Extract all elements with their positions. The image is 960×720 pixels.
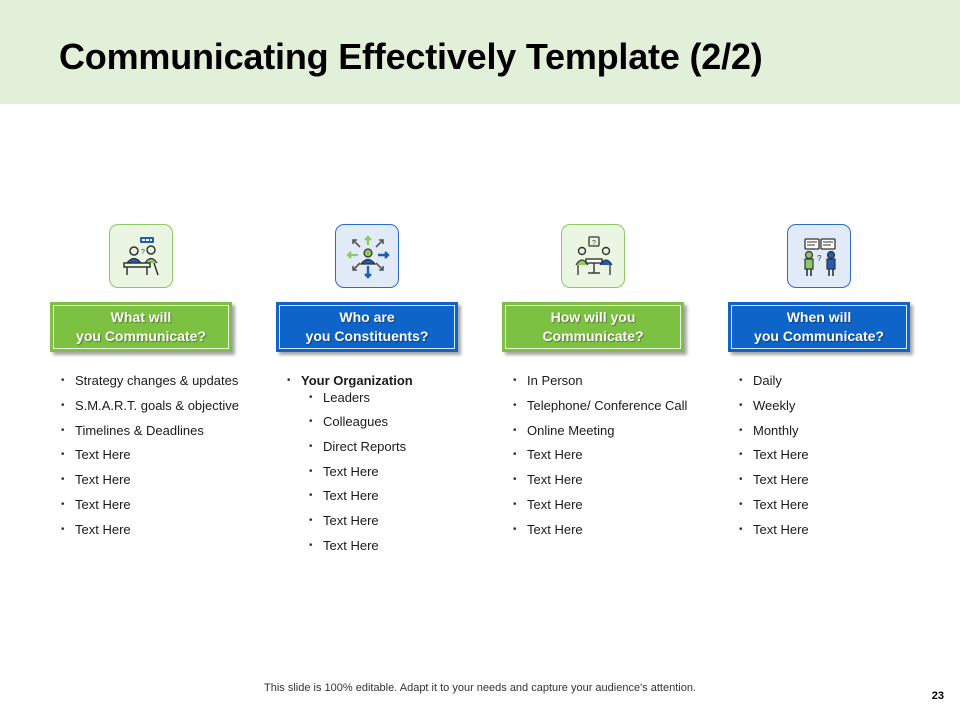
what-communicate-label: What will you Communicate? — [50, 302, 232, 352]
page-number: 23 — [931, 690, 944, 702]
list-item: Text Here — [513, 446, 687, 463]
organization-heading: Your Organization — [301, 373, 413, 388]
sub-list-item: Text Here — [309, 487, 413, 504]
meeting-table-icon: ? — [561, 224, 625, 288]
footer-note: This slide is 100% editable. Adapt it to… — [264, 682, 696, 694]
when-communicate-label: When will you Communicate? — [728, 302, 910, 352]
list-item: Text Here — [61, 471, 239, 488]
list-item: Text Here — [513, 496, 687, 513]
list-item: In Person — [513, 372, 687, 389]
sub-list-item: Text Here — [309, 463, 413, 480]
when-list: Daily Weekly Monthly Text Here Text Here… — [739, 372, 809, 546]
list-item: Text Here — [739, 496, 809, 513]
list-item: Timelines & Deadlines — [61, 422, 239, 439]
sub-list-item: Leaders — [309, 389, 413, 406]
who-list: Your Organization Leaders Colleagues Dir… — [287, 372, 413, 562]
how-communicate-label: How will you Communicate? — [502, 302, 684, 352]
list-item: Text Here — [61, 521, 239, 538]
sub-list: Leaders Colleagues Direct Reports Text H… — [309, 389, 413, 554]
how-list: In Person Telephone/ Conference Call Onl… — [513, 372, 687, 546]
sub-list-item: Colleagues — [309, 413, 413, 430]
list-item: Text Here — [61, 446, 239, 463]
list-item: S.M.A.R.T. goals & objective — [61, 397, 239, 414]
list-item: Text Here — [513, 521, 687, 538]
network-arrows-icon — [335, 224, 399, 288]
list-item: Text Here — [61, 496, 239, 513]
list-item: Strategy changes & updates — [61, 372, 239, 389]
list-item: Daily — [739, 372, 809, 389]
list-item: Text Here — [739, 521, 809, 538]
sub-list-item: Text Here — [309, 537, 413, 554]
svg-text:?: ? — [817, 254, 822, 263]
svg-text:?: ? — [141, 249, 145, 256]
list-item: Online Meeting — [513, 422, 687, 439]
who-constituents-label: Who are you Constituents? — [276, 302, 458, 352]
list-item: Weekly — [739, 397, 809, 414]
list-item: Text Here — [739, 446, 809, 463]
title-bar: Communicating Effectively Template (2/2) — [0, 0, 960, 104]
sub-list-item: Text Here — [309, 512, 413, 529]
list-item: Telephone/ Conference Call — [513, 397, 687, 414]
slide-title: Communicating Effectively Template (2/2) — [59, 36, 763, 77]
list-item: Your Organization Leaders Colleagues Dir… — [287, 372, 413, 554]
svg-text:?: ? — [592, 240, 596, 247]
sub-list-item: Direct Reports — [309, 438, 413, 455]
two-people-chat-icon: ? — [787, 224, 851, 288]
what-list: Strategy changes & updates S.M.A.R.T. go… — [61, 372, 239, 546]
presenter-desk-icon: ? — [109, 224, 173, 288]
list-item: Monthly — [739, 422, 809, 439]
list-item: Text Here — [739, 471, 809, 488]
list-item: Text Here — [513, 471, 687, 488]
